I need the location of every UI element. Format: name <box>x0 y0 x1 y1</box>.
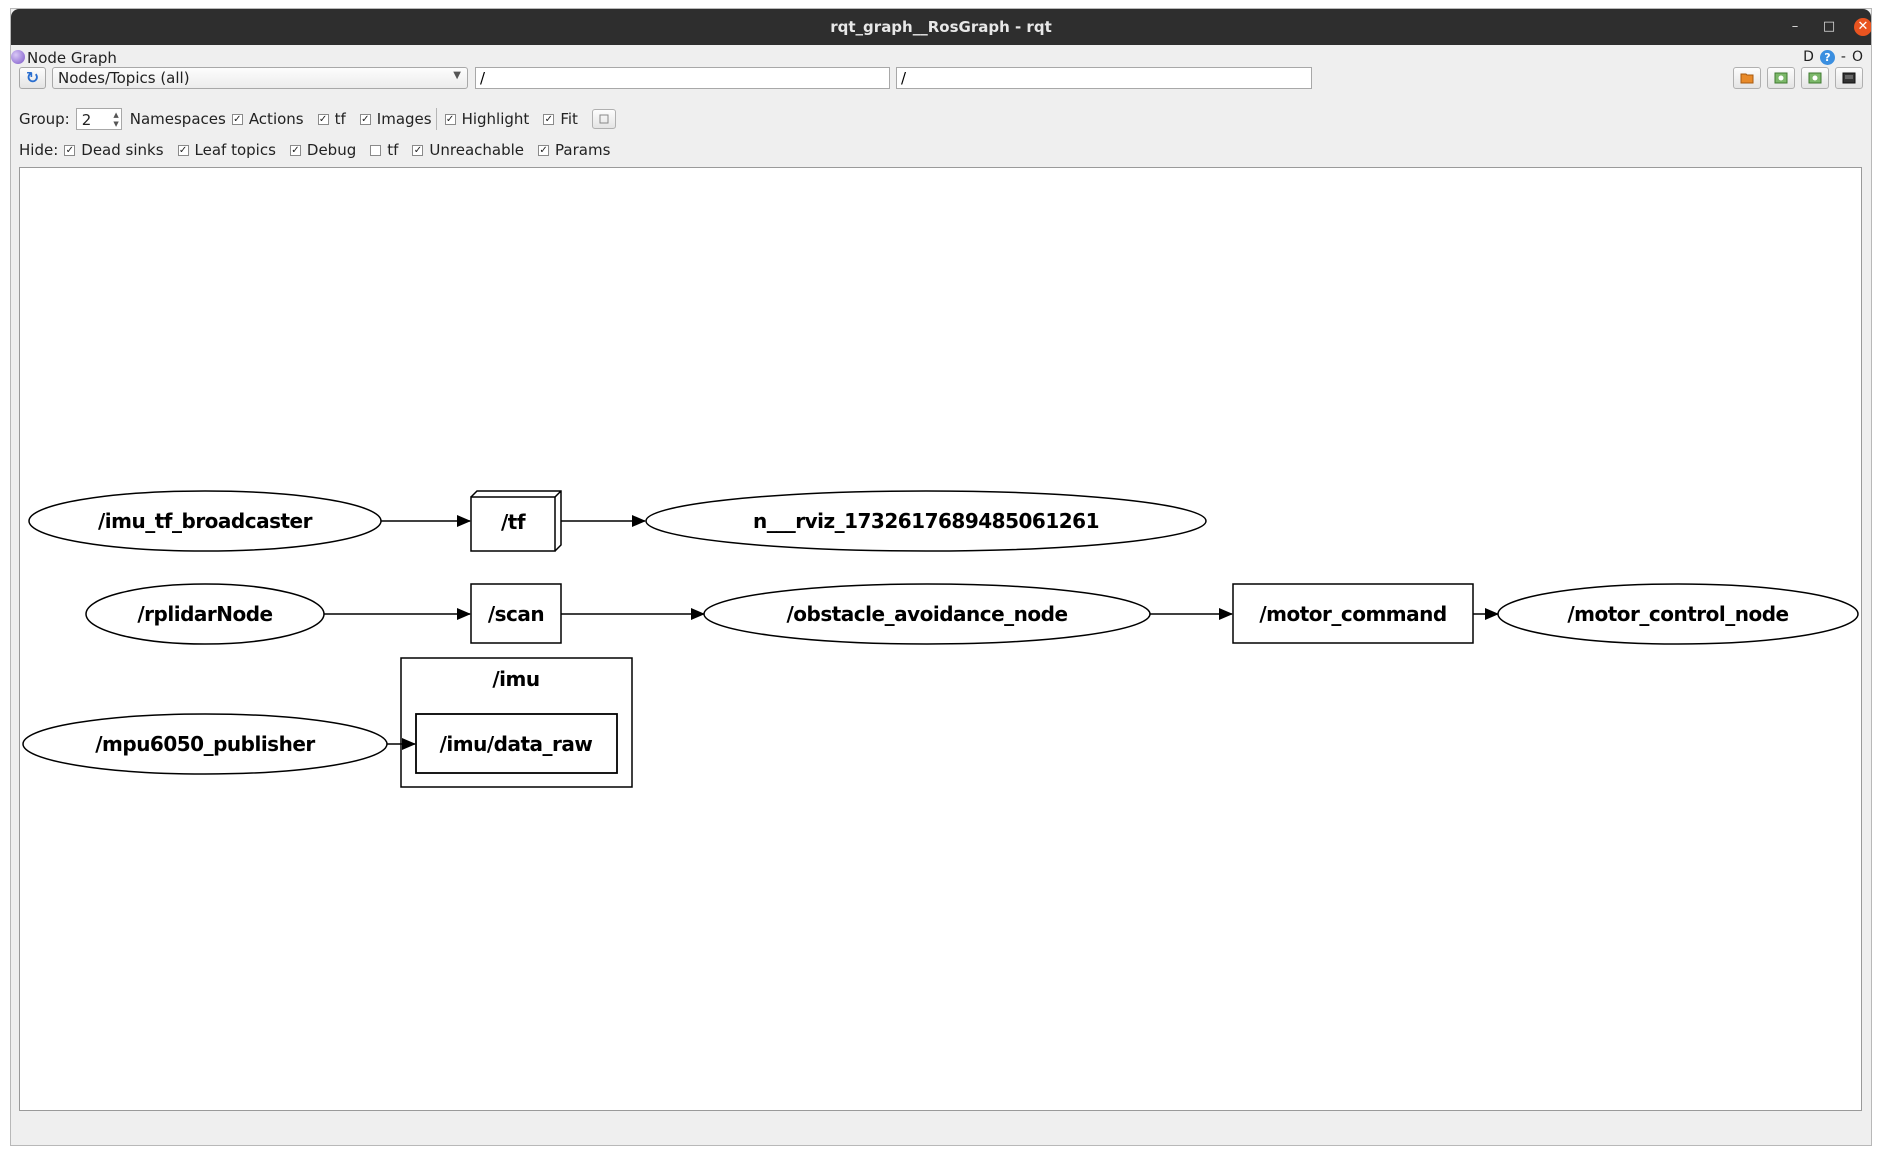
graph-svg: /imu_tf_broadcaster /tf n___rviz_1732617… <box>22 490 1859 788</box>
minimize-button[interactable]: – <box>1791 19 1799 34</box>
refresh-icon: ↻ <box>25 68 40 87</box>
node-label: /imu_tf_broadcaster <box>98 509 313 533</box>
hide-tf-checkbox[interactable] <box>370 144 382 156</box>
graph-canvas[interactable]: /imu_tf_broadcaster /tf n___rviz_1732617… <box>19 167 1862 1111</box>
node-label: /rplidarNode <box>137 602 272 626</box>
graph-node-obstacle-avoidance[interactable]: /obstacle_avoidance_node <box>703 583 1151 645</box>
save-image-button[interactable] <box>1835 67 1863 89</box>
graph-node-motor-control[interactable]: /motor_control_node <box>1497 583 1859 645</box>
image-icon <box>1842 72 1856 84</box>
debug-checkbox[interactable]: ✓ <box>289 144 301 156</box>
params-label: Params <box>555 141 611 159</box>
graph-node-imu-tf-broadcaster[interactable]: /imu_tf_broadcaster <box>28 490 382 552</box>
graph-topic-motor-command[interactable]: /motor_command <box>1232 583 1474 644</box>
plugin-header: Node Graph D ? - O <box>11 47 1871 69</box>
unreachable-checkbox[interactable]: ✓ <box>412 144 424 156</box>
leaf-topics-checkbox[interactable]: ✓ <box>177 144 189 156</box>
plugin-close-button[interactable]: O <box>1851 49 1863 65</box>
images-label: Images <box>376 110 432 128</box>
graph-node-rplidar[interactable]: /rplidarNode <box>85 583 325 645</box>
save-svg-button[interactable] <box>1801 67 1829 89</box>
spin-down-icon[interactable]: ▼ <box>113 120 119 128</box>
unreachable-label: Unreachable <box>429 141 525 159</box>
tf-label: tf <box>334 110 346 128</box>
title-bar[interactable]: rqt_graph__RosGraph - rqt – □ ✕ <box>11 9 1871 45</box>
spin-up-icon[interactable]: ▲ <box>113 111 119 119</box>
fit-in-view-icon <box>599 114 609 124</box>
fit-view-button[interactable] <box>591 109 616 129</box>
debug-label: Debug <box>306 141 357 159</box>
separator <box>435 108 437 130</box>
params-checkbox[interactable]: ✓ <box>538 144 550 156</box>
node-label: /mpu6050_publisher <box>95 732 315 756</box>
graph-topic-tf[interactable]: /tf <box>470 490 562 552</box>
graph-type-value: Nodes/Topics (all) <box>58 69 190 87</box>
node-filter-input[interactable] <box>475 67 890 89</box>
load-dot-button[interactable] <box>1733 67 1761 89</box>
graph-topic-scan[interactable]: /scan <box>470 583 562 644</box>
hide-label: Hide: <box>19 141 59 159</box>
topic-label: /tf <box>501 510 526 534</box>
maximize-button[interactable]: □ <box>1822 19 1836 34</box>
save-dot-button[interactable] <box>1767 67 1795 89</box>
graph-topic-imu-data-raw[interactable]: /imu/data_raw <box>415 713 618 774</box>
namespaces-label: Namespaces <box>129 110 226 128</box>
topic-label: /motor_command <box>1259 602 1446 626</box>
highlight-label: Highlight <box>461 110 530 128</box>
actions-label: Actions <box>248 110 304 128</box>
cluster-label: /imu <box>492 667 539 691</box>
folder-icon <box>1740 73 1754 84</box>
tf-checkbox[interactable]: ✓ <box>317 113 329 125</box>
topic-label: /imu/data_raw <box>440 732 593 756</box>
dead-sinks-label: Dead sinks <box>81 141 164 159</box>
images-checkbox[interactable]: ✓ <box>359 113 371 125</box>
save-image-icon <box>1774 72 1788 84</box>
window-title: rqt_graph__RosGraph - rqt <box>830 18 1052 36</box>
close-button[interactable]: ✕ <box>1854 18 1871 36</box>
leaf-topics-label: Leaf topics <box>194 141 276 159</box>
rqt-plugin-icon <box>11 50 25 64</box>
help-icon[interactable]: ? <box>1819 49 1835 65</box>
graph-node-mpu6050[interactable]: /mpu6050_publisher <box>22 713 388 775</box>
node-label: /motor_control_node <box>1567 602 1788 626</box>
node-label: /obstacle_avoidance_node <box>786 602 1067 626</box>
chevron-down-icon: ▼ <box>453 70 461 81</box>
group-spinbox[interactable]: 2 ▲ ▼ <box>75 108 122 130</box>
hide-tf-label: tf <box>387 141 399 159</box>
highlight-checkbox[interactable]: ✓ <box>444 113 456 125</box>
topic-label: /scan <box>488 602 544 626</box>
fit-label: Fit <box>560 110 578 128</box>
hide-row: Hide: ✓ Dead sinks ✓ Leaf topics ✓ Debug… <box>19 139 610 161</box>
dock-button[interactable]: D <box>1803 49 1814 65</box>
dead-sinks-checkbox[interactable]: ✓ <box>64 144 76 156</box>
graph-node-rviz[interactable]: n___rviz_1732617689485061261 <box>645 490 1207 552</box>
group-value: 2 <box>81 111 92 129</box>
options-row: Group: 2 ▲ ▼ Namespaces ✓ Actions ✓ tf ✓… <box>19 108 616 130</box>
graph-type-select[interactable]: Nodes/Topics (all) ▼ <box>52 67 468 89</box>
save-svg-icon <box>1808 72 1822 84</box>
plugin-minimize-button[interactable]: - <box>1840 49 1846 65</box>
plugin-title: Node Graph <box>27 49 117 67</box>
group-label: Group: <box>19 110 70 128</box>
topic-filter-input[interactable] <box>896 67 1312 89</box>
fit-checkbox[interactable]: ✓ <box>543 113 555 125</box>
namespaces-checkbox[interactable]: ✓ <box>231 113 243 125</box>
refresh-button[interactable]: ↻ <box>19 67 46 89</box>
node-label: n___rviz_1732617689485061261 <box>753 509 1099 533</box>
